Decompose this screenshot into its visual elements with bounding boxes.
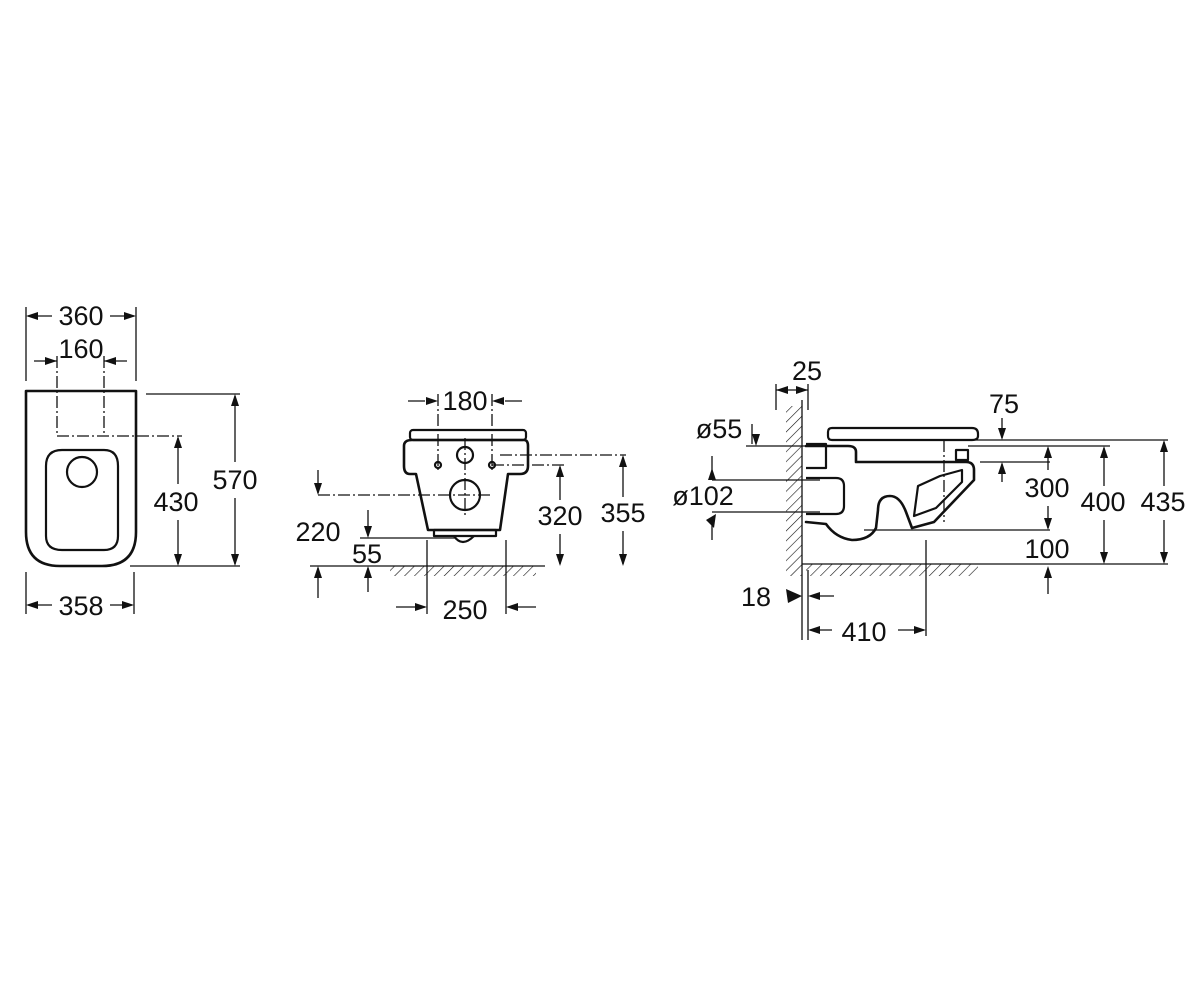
arrow-head bbox=[808, 626, 820, 634]
dim-d102-label: ø102 bbox=[672, 481, 734, 511]
toilet-front-body bbox=[402, 438, 530, 532]
front-view: 180 220 55 320 355 250 bbox=[295, 386, 645, 625]
dim-355-label: 355 bbox=[600, 498, 645, 528]
dim-75-label: 75 bbox=[989, 389, 1019, 419]
arrow-head bbox=[415, 603, 427, 611]
arrow-head bbox=[122, 601, 134, 609]
arrow-head bbox=[1100, 552, 1108, 564]
seat-lid bbox=[408, 428, 528, 442]
arrow-head bbox=[314, 566, 322, 578]
arrow-head bbox=[492, 397, 504, 405]
arrow-head bbox=[619, 455, 627, 467]
arrow-head bbox=[786, 589, 802, 603]
arrow-head bbox=[998, 462, 1006, 474]
dim-220-label: 220 bbox=[295, 517, 340, 547]
arrow-head bbox=[1160, 552, 1168, 564]
arrow-head bbox=[364, 526, 372, 538]
dim-360-label: 360 bbox=[58, 301, 103, 331]
toilet-top-bowl bbox=[44, 448, 120, 552]
dim-100-label: 100 bbox=[1024, 534, 1069, 564]
top-view: 360 160 430 570 358 bbox=[24, 301, 258, 621]
arrow-head bbox=[776, 386, 788, 394]
toilet-front-foot bbox=[432, 528, 498, 538]
arrow-head bbox=[1100, 446, 1108, 458]
arrow-head bbox=[124, 312, 136, 320]
inlet-pipe bbox=[806, 442, 828, 470]
toilet-side-body bbox=[804, 444, 976, 542]
arrow-head bbox=[752, 434, 760, 446]
dim-570-label: 570 bbox=[212, 465, 257, 495]
arrow-head bbox=[1044, 446, 1052, 458]
arrow-head bbox=[364, 566, 372, 578]
dim-25-label: 25 bbox=[792, 356, 822, 386]
toilet-top-flush-hole bbox=[65, 455, 99, 489]
dim-358-label: 358 bbox=[58, 591, 103, 621]
arrow-head bbox=[808, 592, 820, 600]
dim-160-label: 160 bbox=[58, 334, 103, 364]
arrow-head bbox=[506, 603, 518, 611]
wall-hatch bbox=[786, 406, 802, 576]
outlet-pipe bbox=[806, 476, 846, 516]
dim-300-label: 300 bbox=[1024, 473, 1069, 503]
arrow-head bbox=[26, 312, 38, 320]
seat-side bbox=[826, 426, 980, 442]
arrow-head bbox=[1160, 440, 1168, 452]
arrow-head bbox=[26, 601, 38, 609]
seat-hinge bbox=[954, 448, 970, 462]
arrow-head bbox=[231, 394, 239, 406]
arrow-head bbox=[104, 357, 116, 365]
floor-hatch bbox=[806, 564, 978, 576]
arrow-head bbox=[1044, 566, 1052, 578]
arrow-head bbox=[706, 514, 716, 528]
dim-435-label: 435 bbox=[1140, 487, 1185, 517]
dim-18-label: 18 bbox=[741, 582, 771, 612]
floor-hatch bbox=[390, 566, 536, 576]
arrow-head bbox=[426, 397, 438, 405]
toilet-top-outline bbox=[24, 389, 138, 568]
arrow-head bbox=[231, 554, 239, 566]
arrow-head bbox=[556, 554, 564, 566]
arrow-head bbox=[914, 626, 926, 634]
toilet-side-inner bbox=[912, 468, 964, 518]
arrow-head bbox=[1044, 518, 1052, 530]
dim-400-label: 400 bbox=[1080, 487, 1125, 517]
dim-320-label: 320 bbox=[537, 501, 582, 531]
dim-d55-label: ø55 bbox=[696, 414, 743, 444]
dim-410-label: 410 bbox=[841, 617, 886, 647]
arrow-head bbox=[556, 465, 564, 477]
arrow-head bbox=[174, 436, 182, 448]
arrow-head bbox=[314, 483, 322, 495]
arrow-head bbox=[796, 386, 808, 394]
dim-430-label: 430 bbox=[153, 487, 198, 517]
arrow-head bbox=[619, 554, 627, 566]
dim-180-label: 180 bbox=[442, 386, 487, 416]
arrow-head bbox=[174, 554, 182, 566]
dim-250-label: 250 bbox=[442, 595, 487, 625]
arrow-head bbox=[998, 428, 1006, 440]
arrow-head bbox=[45, 357, 57, 365]
side-view: 25 ø55 ø102 75 300 100 400 bbox=[672, 356, 1185, 647]
dim-55-label: 55 bbox=[352, 539, 382, 569]
